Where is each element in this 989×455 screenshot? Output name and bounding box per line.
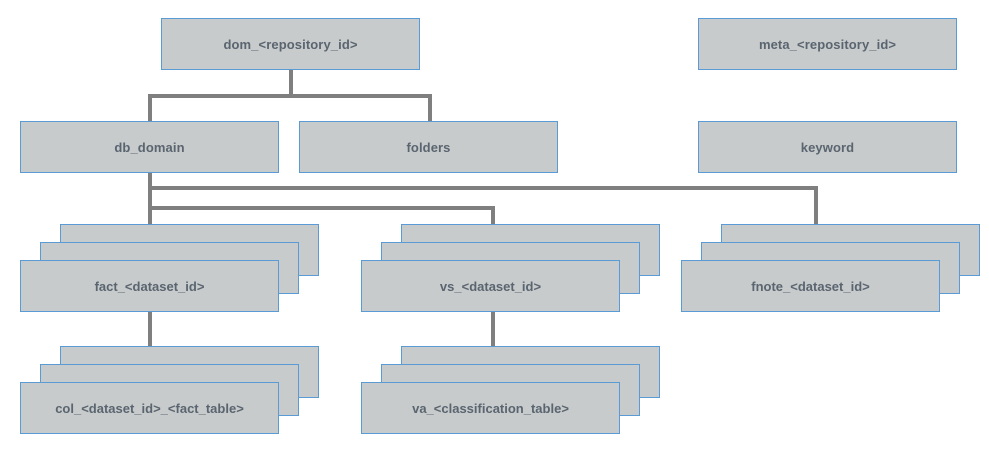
node-label-folders: folders [406, 139, 451, 155]
connector-dom-stem [289, 70, 293, 96]
node-meta[interactable]: meta_<repository_id> [698, 18, 957, 70]
connector-vs-bus [148, 206, 495, 210]
stack-front-vs[interactable]: vs_<dataset_id> [361, 260, 620, 312]
connector-db-drop [148, 94, 152, 123]
node-label-fnote: fnote_<dataset_id> [751, 278, 870, 294]
node-label-fact: fact_<dataset_id> [94, 278, 205, 294]
node-db[interactable]: db_domain [20, 121, 279, 173]
node-label-vs: vs_<dataset_id> [439, 278, 542, 294]
node-label-dom: dom_<repository_id> [223, 36, 358, 52]
node-label-keyword: keyword [800, 139, 855, 155]
node-folders[interactable]: folders [299, 121, 558, 173]
node-label-db: db_domain [114, 139, 185, 155]
node-label-va: va_<classification_table> [412, 400, 569, 416]
node-keyword[interactable]: keyword [698, 121, 957, 173]
stack-front-fact[interactable]: fact_<dataset_id> [20, 260, 279, 312]
stack-front-va[interactable]: va_<classification_table> [361, 382, 620, 434]
connector-folders-drop [428, 94, 432, 123]
node-label-meta: meta_<repository_id> [758, 36, 897, 52]
node-dom[interactable]: dom_<repository_id> [161, 18, 420, 70]
node-label-col: col_<dataset_id>_<fact_table> [55, 400, 244, 416]
connector-fnote-bus [148, 186, 818, 190]
stack-front-col[interactable]: col_<dataset_id>_<fact_table> [20, 382, 279, 434]
connector-dom-bus [148, 94, 432, 98]
stack-front-fnote[interactable]: fnote_<dataset_id> [681, 260, 940, 312]
